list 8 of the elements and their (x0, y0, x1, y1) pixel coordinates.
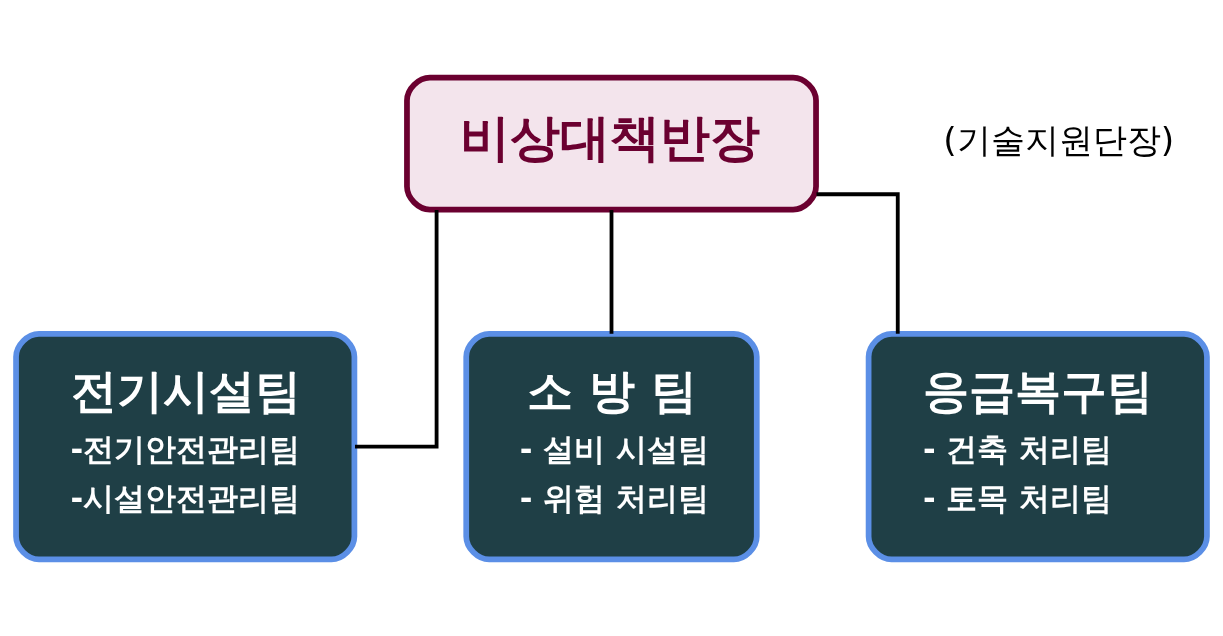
node-label: (기술지원단장) (943, 119, 1175, 160)
node-box: 소 방 팀 - 설비 시설팀 - 위험 처리팀 (463, 330, 760, 562)
node-box: 전기시설팀 -전기안전관리팀 -시설안전관리팀 (13, 330, 358, 562)
connector (355, 209, 439, 448)
connector (816, 191, 900, 334)
node-box: 비상대책반장 (404, 74, 819, 212)
connector (609, 209, 614, 334)
node-box: 응급복구팀 - 건축 처리팀 - 토목 처리팀 (865, 330, 1210, 562)
